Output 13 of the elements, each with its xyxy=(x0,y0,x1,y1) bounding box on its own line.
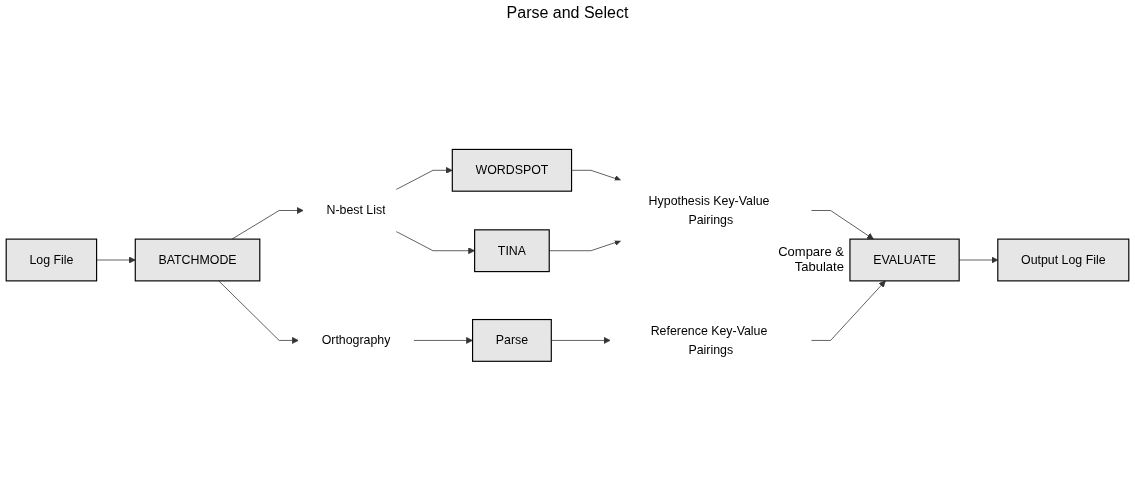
node-box: TINA xyxy=(474,229,550,273)
node-box: Parse xyxy=(472,318,552,362)
node-box: EVALUATE xyxy=(849,238,960,282)
node-text: Orthography xyxy=(321,333,391,347)
node-text: Reference Key-Value Pairings xyxy=(650,324,768,356)
note-text: Parse and Select xyxy=(506,4,629,22)
node-box: Log File xyxy=(5,238,98,282)
node-box: Output Log File xyxy=(997,238,1130,282)
node-text: Hypothesis Key-Value Pairings xyxy=(648,194,770,226)
node-box: BATCHMODE xyxy=(134,238,261,282)
side-note: Compare & Tabulate xyxy=(777,244,844,274)
node-box: WORDSPOT xyxy=(451,148,573,192)
node-text: N-best List xyxy=(326,203,386,217)
